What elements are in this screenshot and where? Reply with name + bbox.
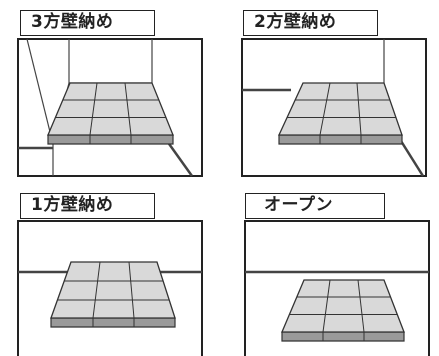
platform-front-face xyxy=(281,331,405,342)
panel-one-wall xyxy=(17,220,203,356)
two-wall-illustration xyxy=(241,38,427,177)
platform-front-face xyxy=(47,134,174,145)
tatami-platform-top xyxy=(50,261,176,319)
one-wall-illustration xyxy=(17,220,203,356)
panel-three-walls xyxy=(17,38,203,177)
three-wall-illustration xyxy=(17,38,203,177)
platform-front-face xyxy=(50,317,176,328)
open-illustration xyxy=(244,220,430,356)
panel-two-walls xyxy=(241,38,427,177)
tatami-platform-top xyxy=(281,279,405,333)
panel-label-one-wall: 1方壁納め xyxy=(20,193,155,219)
platform-front-face xyxy=(278,134,403,145)
tatami-platform-top xyxy=(47,82,174,136)
panel-label-two-walls: 2方壁納め xyxy=(243,10,378,36)
panel-open xyxy=(244,220,430,356)
panel-label-open: オープン xyxy=(245,193,385,219)
tatami-platform-top xyxy=(277,82,403,136)
panel-label-three-walls: 3方壁納め xyxy=(20,10,155,36)
